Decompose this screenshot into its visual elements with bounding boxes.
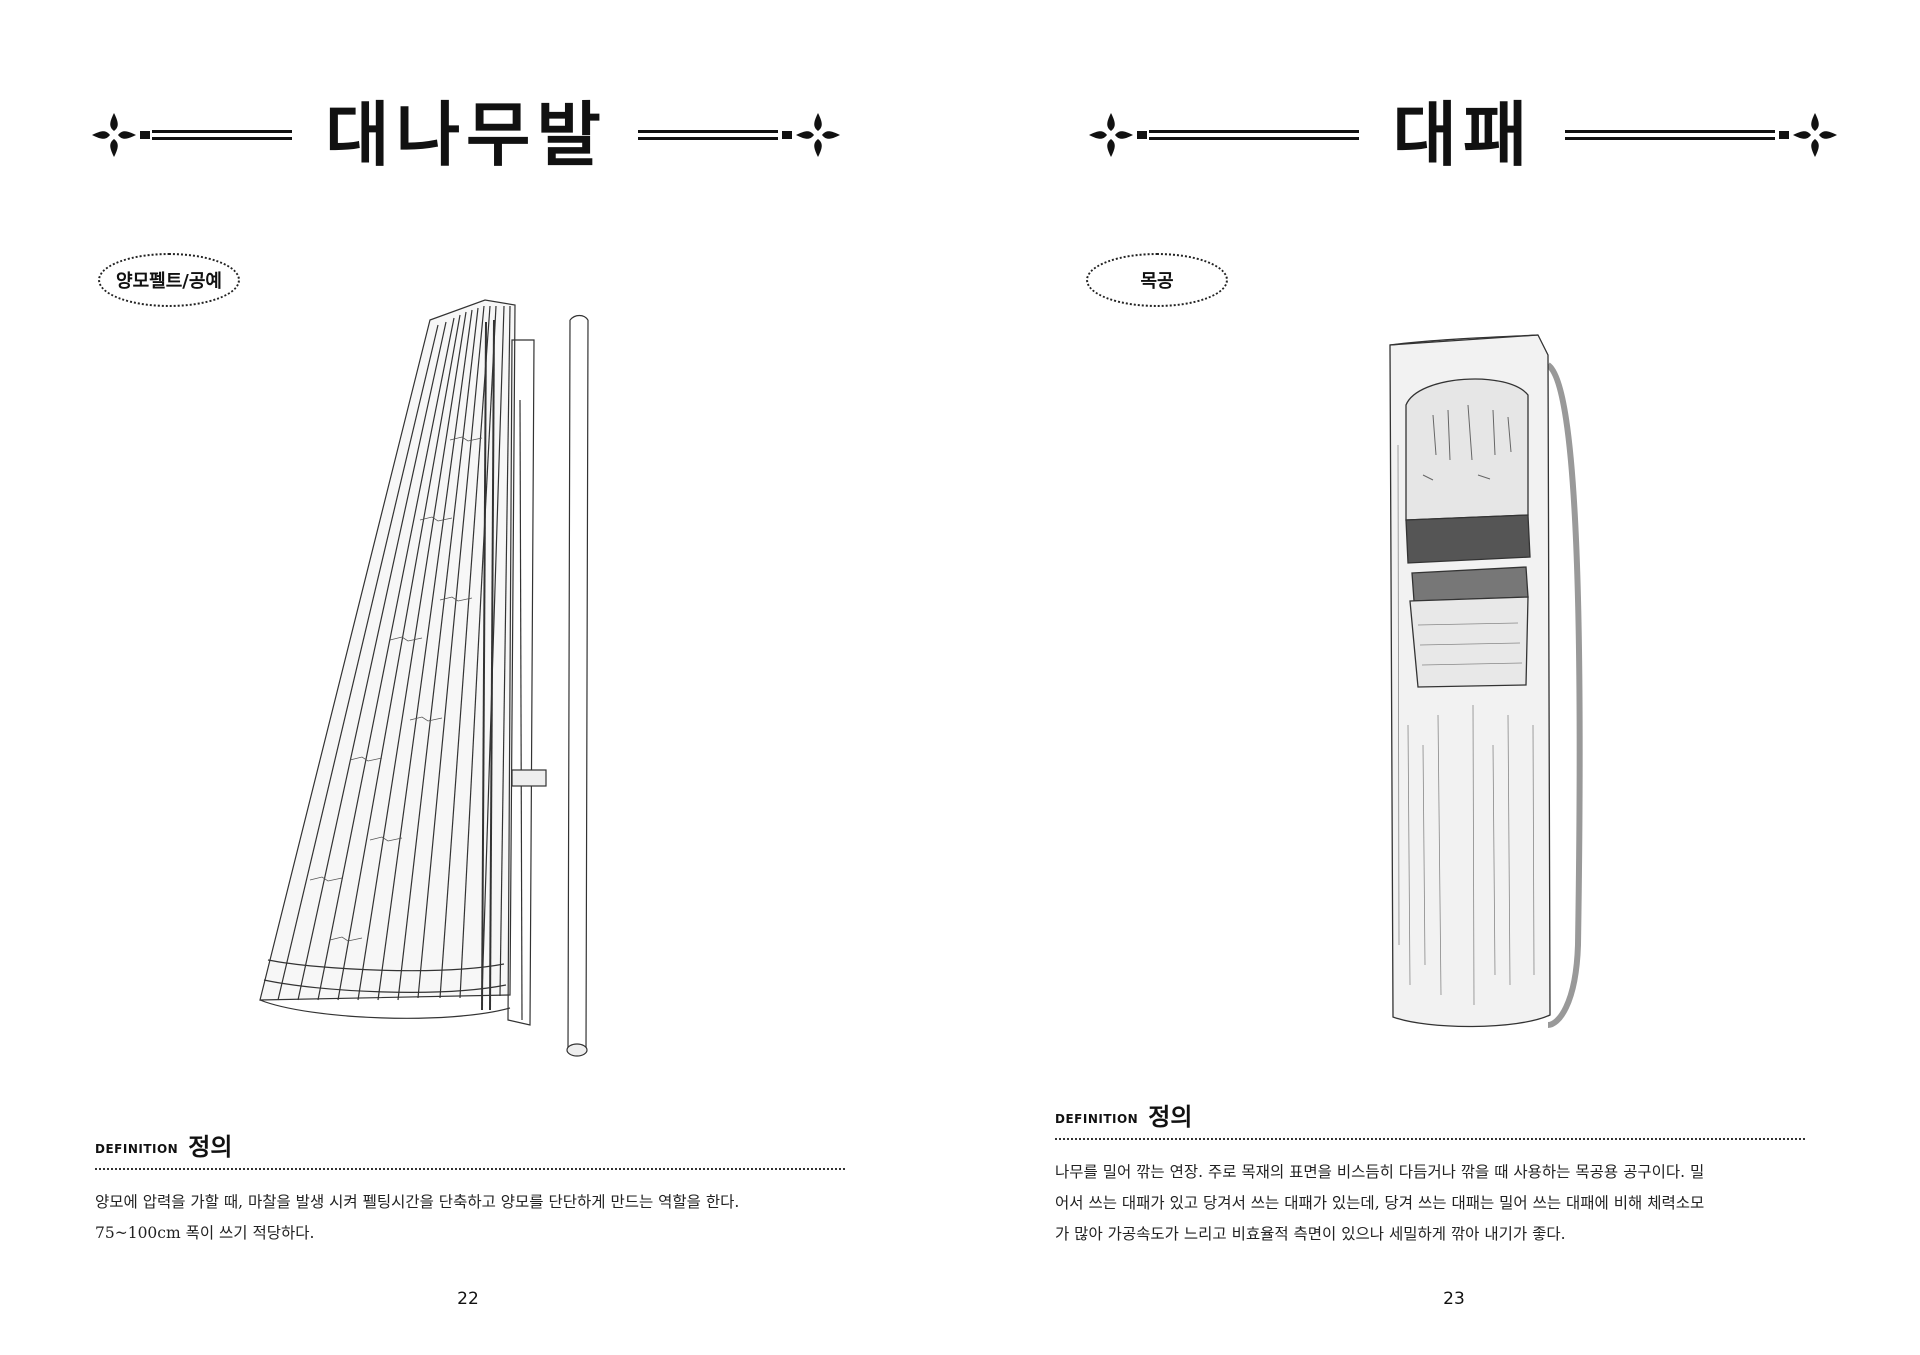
definition-label: DEFINITION — [1055, 1112, 1139, 1126]
bamboo-mat-illustration — [259, 299, 589, 1057]
definition-header: DEFINITION 정의 — [1055, 1092, 1192, 1132]
title-row: 대나무발 — [90, 95, 842, 175]
body-line: 75~100cm 폭이 쓰기 적당하다. — [95, 1224, 315, 1242]
definition-title: 정의 — [1148, 1103, 1193, 1131]
definition-body: 나무를 밀어 깎는 연장. 주로 목재의 표면을 비스듬히 다듬거나 깎을 때 … — [1055, 1157, 1807, 1250]
definition-body: 양모에 압력을 가할 때, 마찰을 발생 시켜 펠팅시간을 단축하고 양모를 단… — [95, 1187, 847, 1249]
title-row: 대패 — [1087, 95, 1839, 175]
category-tag: 양모펠트/공예 — [98, 253, 240, 307]
right-page: 대패 목공 DEFINITION 정의 나무를 밀어 — [960, 0, 1920, 1355]
category-tag: 목공 — [1086, 253, 1228, 307]
definition-title: 정의 — [188, 1133, 233, 1161]
body-line: 가 많아 가공속도가 느리고 비효율적 측면이 있으나 세밀하게 깎아 내기가 … — [1055, 1225, 1566, 1243]
body-line: 어서 쓰는 대패가 있고 당겨서 쓰는 대패가 있는데, 당겨 쓰는 대패는 밀… — [1055, 1194, 1705, 1212]
title-ornament-icon — [92, 113, 840, 157]
definition-label: DEFINITION — [95, 1142, 179, 1156]
page-title: 대패 — [1392, 94, 1534, 176]
body-line: 나무를 밀어 깎는 연장. 주로 목재의 표면을 비스듬히 다듬거나 깎을 때 … — [1055, 1163, 1705, 1181]
left-page: 대나무발 양모펠트/공예 — [90, 95, 847, 1309]
wood-plane-illustration — [1389, 334, 1583, 1028]
body-line: 양모에 압력을 가할 때, 마찰을 발생 시켜 펠팅시간을 단축하고 양모를 단… — [95, 1193, 740, 1211]
dotted-divider — [95, 1168, 845, 1170]
page-number: 23 — [1443, 1289, 1465, 1309]
page-title: 대나무발 — [325, 94, 607, 176]
dotted-divider — [1055, 1138, 1805, 1140]
page-number: 22 — [457, 1289, 479, 1309]
definition-header: DEFINITION 정의 — [95, 1122, 232, 1162]
title-ornament-icon — [1089, 113, 1837, 157]
